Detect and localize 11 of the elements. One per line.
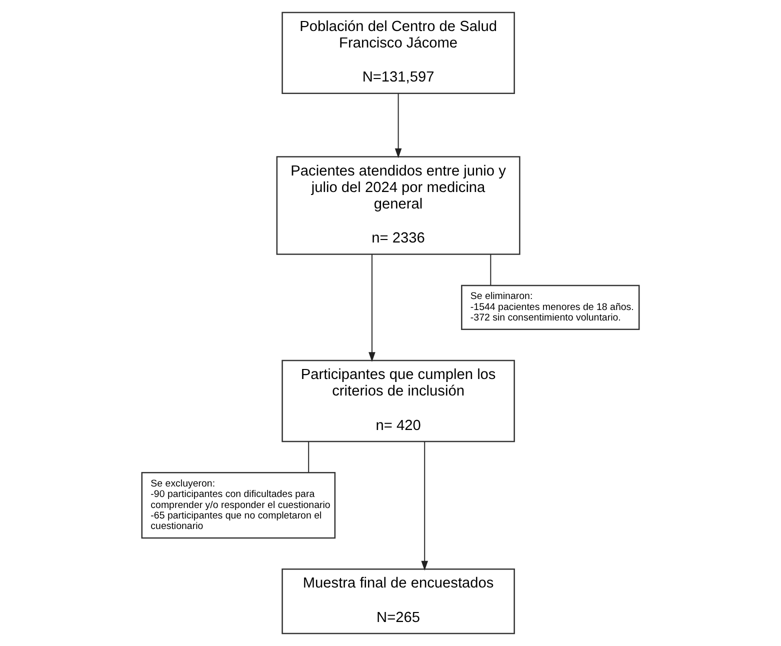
node-box: Muestra final de encuestados N=265 <box>282 568 515 634</box>
node-box: Se eliminaron: -1544 pacientes menores de 18 años. -372 sin consentimiento voluntario. <box>461 284 640 330</box>
arrow <box>368 254 376 362</box>
node-box: Pacientes atendidos entre junio y julio del 2024 por medicina general n= 2336 <box>276 156 520 255</box>
node-box: Participantes que cumplen los criterios de inclusión n= 420 <box>282 360 515 442</box>
node-box: Población del Centro de Salud Francisco Jácome N=131,597 <box>282 12 515 94</box>
arrow <box>421 441 428 571</box>
connector <box>308 441 310 473</box>
arrow <box>394 92 402 158</box>
node-box: Se excluyeron: -90 participantes con dificultades para comprender y/o responder el cuestionario -65 participantes que no completaron el cuestionario <box>141 472 336 539</box>
connector <box>490 254 492 286</box>
